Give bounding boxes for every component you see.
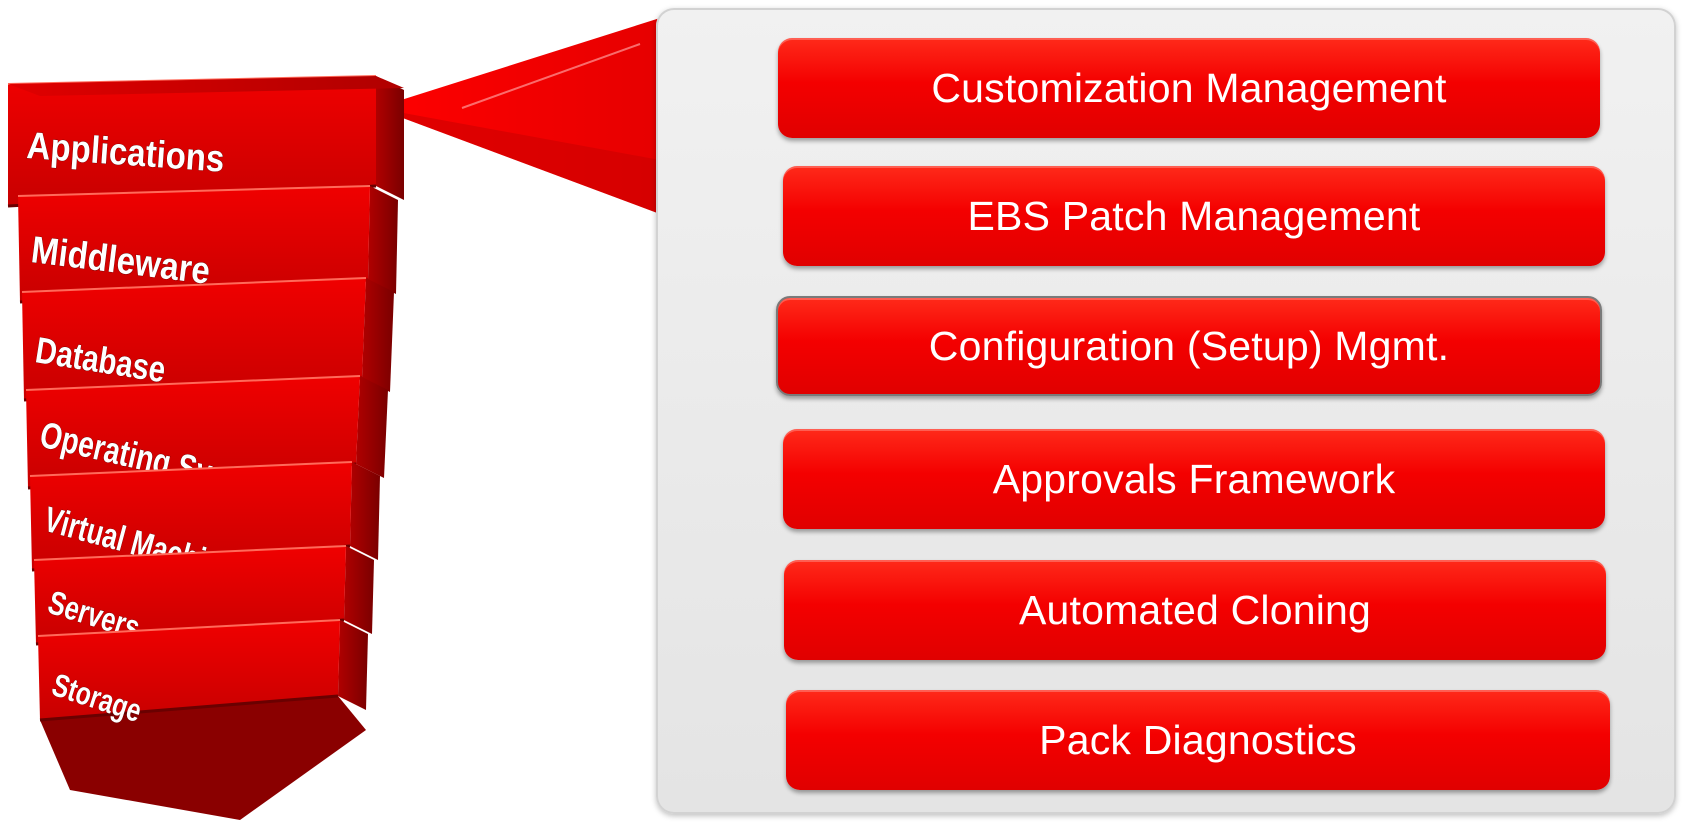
callout-highlight (461, 43, 641, 109)
stack-top-cap (8, 76, 404, 96)
layer-front-middleware (18, 186, 370, 302)
feature-approvals-framework[interactable]: Approvals Framework (783, 429, 1605, 529)
feature-pack-diagnostics[interactable]: Pack Diagnostics (786, 690, 1610, 790)
layer-side-applications (376, 76, 404, 200)
layer-front-virtual-machine (30, 462, 352, 570)
feature-ebs-patch-management[interactable]: EBS Patch Management (783, 166, 1605, 266)
layer-divider-storage (39, 694, 339, 722)
layer-edge-operating-system (25, 375, 361, 391)
callout-wedge-shade (376, 108, 660, 214)
feature-customization-management[interactable]: Customization Management (778, 38, 1600, 138)
layer-stack: ApplicationsMiddlewareDatabaseOperating … (7, 75, 404, 820)
layer-side-database (362, 278, 394, 392)
layer-side-servers (344, 546, 374, 634)
layer-edge-servers (33, 545, 347, 561)
layer-edge-storage (37, 619, 341, 637)
stack-base (40, 696, 366, 820)
layer-edge-middleware (17, 185, 371, 197)
layer-side-middleware (368, 186, 398, 294)
layer-front-storage (38, 620, 340, 720)
layer-side-operating-system (356, 376, 388, 478)
feature-configuration-setup-mgmt[interactable]: Configuration (Setup) Mgmt. (776, 296, 1602, 396)
layer-edge-virtual-machine (29, 461, 353, 477)
layer-front-operating-system (26, 376, 360, 488)
feature-panel (656, 8, 1676, 814)
layer-edge-database (21, 277, 367, 293)
layer-front-applications (8, 76, 376, 206)
layer-side-virtual-machine (350, 462, 380, 560)
feature-automated-cloning[interactable]: Automated Cloning (784, 560, 1606, 660)
layer-front-servers (34, 546, 346, 644)
layer-front-database (22, 278, 366, 400)
layer-side-storage (338, 620, 368, 710)
